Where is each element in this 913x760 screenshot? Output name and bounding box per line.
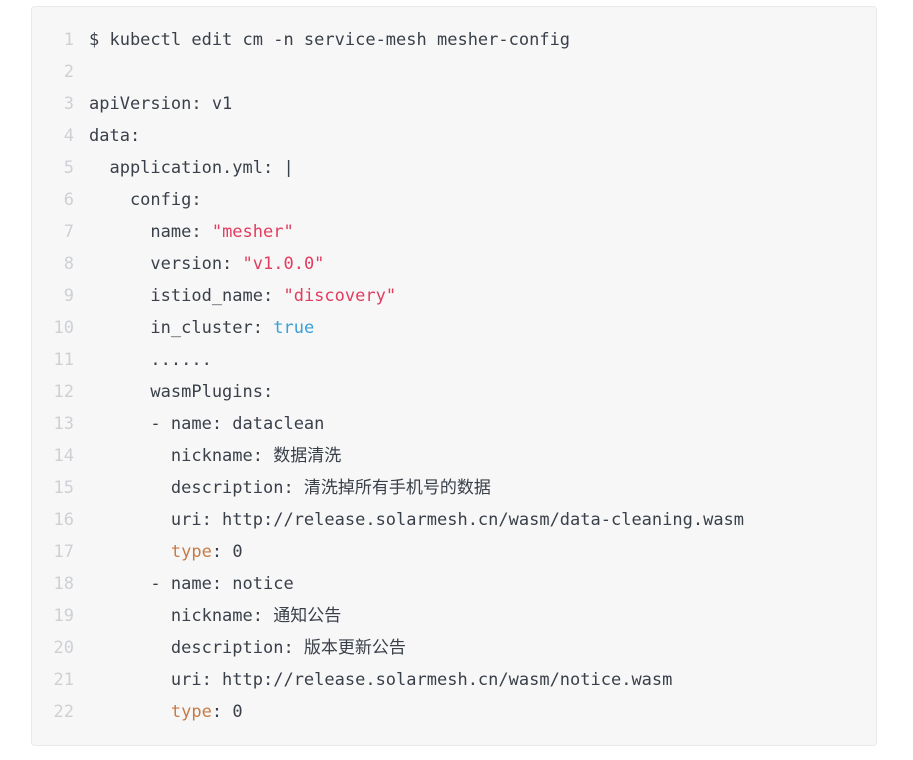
code-text: - name: notice: [89, 568, 294, 600]
code-text: $ kubectl edit cm -n service-mesh mesher…: [89, 24, 570, 56]
line-number: 8: [63, 254, 74, 274]
code-token-default: [89, 702, 171, 722]
line-number: 14: [53, 446, 74, 466]
code-token-default: apiVersion: v1: [89, 94, 233, 114]
code-line: 4 data:: [32, 120, 876, 152]
code-text: istiod_name: "discovery": [89, 280, 396, 312]
code-line: 14 nickname: 数据清洗: [32, 440, 876, 472]
code-text: nickname: 通知公告: [89, 600, 341, 632]
line-number: 13: [53, 414, 74, 434]
code-line: 16 uri: http://release.solarmesh.cn/wasm…: [32, 504, 876, 536]
code-line: 12 wasmPlugins:: [32, 376, 876, 408]
line-number: 21: [53, 670, 74, 690]
line-number: 2: [63, 62, 74, 82]
line-number: 20: [53, 638, 74, 658]
code-token-default: nickname: 通知公告: [89, 606, 342, 626]
code-line: 1 $ kubectl edit cm -n service-mesh meshe…: [32, 24, 876, 56]
code-token-keyword: type: [170, 542, 212, 562]
code-text: config:: [89, 184, 202, 216]
code-token-default: wasmPlugins:: [89, 382, 274, 402]
code-text: apiVersion: v1: [89, 88, 232, 120]
code-line: 21 uri: http://release.solarmesh.cn/wasm…: [32, 664, 876, 696]
line-number: 10: [53, 318, 74, 338]
code-token-default: data:: [89, 126, 141, 146]
code-line: 7 name: "mesher": [32, 216, 876, 248]
code-text: in_cluster: true: [89, 312, 314, 344]
code-text: name: "mesher": [89, 216, 294, 248]
code-token-default: config:: [89, 190, 202, 210]
code-line: 11 ......: [32, 344, 876, 376]
code-text: application.yml: |: [89, 152, 294, 184]
code-token-default: : 0: [211, 702, 243, 722]
code-token-string: "mesher": [211, 222, 294, 242]
line-number: 17: [53, 542, 74, 562]
code-line: 13 - name: dataclean: [32, 408, 876, 440]
code-token-string: "discovery": [283, 286, 397, 306]
code-text: nickname: 数据清洗: [89, 440, 341, 472]
code-line: 8 version: "v1.0.0": [32, 248, 876, 280]
code-line: 22 type: 0: [32, 696, 876, 728]
code-text: uri: http://release.solarmesh.cn/wasm/da…: [89, 504, 744, 536]
code-line: 5 application.yml: |: [32, 152, 876, 184]
code-text: type: 0: [89, 696, 243, 728]
code-token-default: in_cluster:: [89, 318, 274, 338]
line-number: 16: [53, 510, 74, 530]
code-token-default: description: 版本更新公告: [89, 638, 406, 658]
line-number: 5: [63, 158, 74, 178]
code-token-boolean: true: [273, 318, 315, 338]
code-text: type: 0: [89, 536, 243, 568]
code-token-keyword: type: [170, 702, 212, 722]
code-text: - name: dataclean: [89, 408, 324, 440]
code-line: 19 nickname: 通知公告: [32, 600, 876, 632]
code-line: 2: [32, 56, 876, 88]
code-line: 9 istiod_name: "discovery": [32, 280, 876, 312]
code-token-default: version:: [89, 254, 243, 274]
code-token-default: - name: notice: [89, 574, 294, 594]
code-line: 6 config:: [32, 184, 876, 216]
line-number: 4: [63, 126, 74, 146]
code-text: wasmPlugins:: [89, 376, 273, 408]
code-lines: 1 $ kubectl edit cm -n service-mesh meshe…: [32, 24, 876, 728]
code-token-default: ......: [89, 350, 212, 370]
line-number: 11: [53, 350, 74, 370]
line-number: 1: [63, 30, 74, 50]
code-token-default: - name: dataclean: [89, 414, 325, 434]
line-number: 12: [53, 382, 74, 402]
code-token-default: : 0: [211, 542, 243, 562]
code-block: 1 $ kubectl edit cm -n service-mesh meshe…: [31, 6, 877, 746]
code-token-default: $ kubectl edit cm -n service-mesh mesher…: [89, 30, 571, 50]
code-line: 17 type: 0: [32, 536, 876, 568]
code-text: data:: [89, 120, 140, 152]
code-token-default: [89, 542, 171, 562]
code-line: 15 description: 清洗掉所有手机号的数据: [32, 472, 876, 504]
line-number: 18: [53, 574, 74, 594]
code-line: 20 description: 版本更新公告: [32, 632, 876, 664]
code-token-default: uri: http://release.solarmesh.cn/wasm/no…: [89, 670, 673, 690]
line-number: 7: [63, 222, 74, 242]
code-line: 18 - name: notice: [32, 568, 876, 600]
code-text: uri: http://release.solarmesh.cn/wasm/no…: [89, 664, 673, 696]
code-text: ......: [89, 344, 212, 376]
code-line: 3 apiVersion: v1: [32, 88, 876, 120]
code-token-default: description: 清洗掉所有手机号的数据: [89, 478, 491, 498]
code-text: description: 版本更新公告: [89, 632, 406, 664]
line-number: 19: [53, 606, 74, 626]
code-token-default: application.yml: |: [89, 158, 294, 178]
code-text: description: 清洗掉所有手机号的数据: [89, 472, 491, 504]
code-line: 10 in_cluster: true: [32, 312, 876, 344]
code-token-default: istiod_name:: [89, 286, 284, 306]
line-number: 3: [63, 94, 74, 114]
line-number: 6: [63, 190, 74, 210]
line-number: 15: [53, 478, 74, 498]
code-token-default: uri: http://release.solarmesh.cn/wasm/da…: [89, 510, 745, 530]
code-text: version: "v1.0.0": [89, 248, 324, 280]
line-number: 9: [63, 286, 74, 306]
code-token-default: name:: [89, 222, 212, 242]
line-number: 22: [53, 702, 74, 722]
code-token-default: nickname: 数据清洗: [89, 446, 342, 466]
code-token-string: "v1.0.0": [242, 254, 325, 274]
